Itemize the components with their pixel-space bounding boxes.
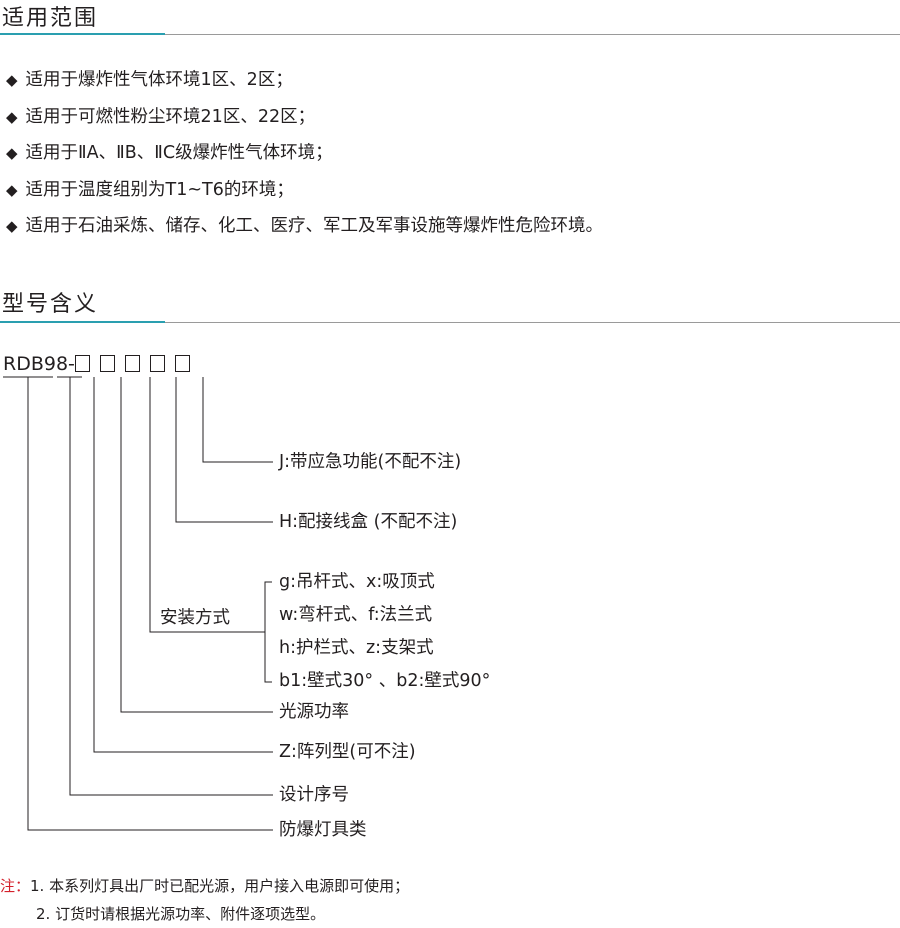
scope-item: ◆适用于可燃性粉尘环境21区、22区； <box>6 106 316 127</box>
scope-list: ◆适用于爆炸性气体环境1区、2区； ◆适用于可燃性粉尘环境21区、22区； ◆适… <box>6 62 603 245</box>
scope-item: ◆适用于爆炸性气体环境1区、2区； <box>6 70 293 90</box>
code-slot-box <box>99 355 115 372</box>
label-junction-box-option: H:配接线盒 (不配不注) <box>279 512 458 532</box>
connector-j <box>202 377 273 463</box>
diamond-bullet-icon: ◆ <box>6 107 18 126</box>
model-code-prefix: RDB98- <box>3 353 75 375</box>
model-section-title: 型号含义 <box>2 292 99 317</box>
label-array-option: Z:阵列型(可不注) <box>279 742 416 762</box>
model-title-rule <box>0 322 900 323</box>
label-mount-group: 安装方式 <box>160 608 230 628</box>
note-label: 注： <box>0 877 31 895</box>
note-line: 注：1. 本系列灯具出厂时已配光源，用户接入电源即可使用； <box>0 877 410 895</box>
label-lamp-category: 防爆灯具类 <box>279 820 367 840</box>
diamond-bullet-icon: ◆ <box>6 71 18 89</box>
code-slot-box <box>174 355 190 372</box>
connector-power <box>120 377 273 713</box>
label-mount-option: w:弯杆式、f:法兰式 <box>279 605 433 625</box>
label-design-serial: 设计序号 <box>279 785 349 805</box>
label-mount-option: g:吊杆式、x:吸顶式 <box>279 572 435 592</box>
scope-item: ◆适用于ⅡA、ⅡB、ⅡC级爆炸性气体环境； <box>6 143 333 163</box>
diamond-bullet-icon: ◆ <box>6 144 18 162</box>
code-slot-box <box>124 355 140 372</box>
scope-item: ◆适用于石油采炼、储存、化工、医疗、军工及军事设施等爆炸性危险环境。 <box>6 216 604 236</box>
scope-title-rule <box>0 34 900 35</box>
scope-title-accent <box>0 33 165 35</box>
label-mount-option: h:护栏式、z:支架式 <box>279 638 434 658</box>
connector-h <box>175 377 273 523</box>
mount-bracket <box>264 581 272 683</box>
diamond-bullet-icon: ◆ <box>6 217 18 235</box>
connector-mount <box>149 377 258 633</box>
label-emergency-option: J:带应急功能(不配不注) <box>279 452 462 472</box>
label-mount-option: b1:壁式30° 、b2:壁式90° <box>279 671 491 691</box>
model-code: RDB98- <box>3 352 200 376</box>
model-title-accent <box>0 321 165 323</box>
label-light-power: 光源功率 <box>279 702 349 722</box>
notes: 注：1. 本系列灯具出厂时已配光源，用户接入电源即可使用； 2. 订货时请根据光… <box>0 872 409 928</box>
diamond-bullet-icon: ◆ <box>6 180 18 199</box>
connector-category <box>27 377 273 831</box>
scope-section-title: 适用范围 <box>2 6 99 31</box>
connector-z <box>93 377 273 753</box>
scope-item: ◆适用于温度组别为T1~T6的环境； <box>6 179 294 200</box>
code-slot-box <box>149 355 165 372</box>
code-slot-box <box>74 355 90 372</box>
connector-serial <box>69 377 273 796</box>
note-line: 2. 订货时请根据光源功率、附件逐项选型。 <box>36 905 326 923</box>
